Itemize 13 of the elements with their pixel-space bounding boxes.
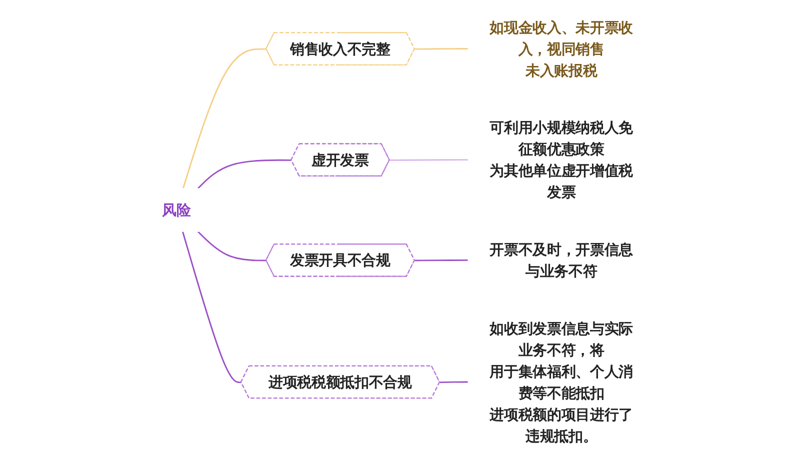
node-text: 风险 (162, 201, 192, 219)
node-text: 如收到发票信息与实际业务不符，将用于集体福利、个人消费等不能抵扣进项税额的项目进行了违规抵扣。 (490, 320, 634, 444)
node-text: 开票不及时，开票信息与业务不符 (490, 240, 634, 280)
connector (182, 231, 242, 384)
connector (182, 48, 267, 189)
connector (415, 48, 469, 50)
connector (198, 159, 292, 189)
connector (440, 381, 469, 384)
node-text: 可利用小规模纳税人免征额优惠政策为其他单位虚开增值税发票 (490, 118, 634, 201)
connector (198, 231, 267, 262)
connector (415, 259, 469, 262)
connector (390, 159, 469, 161)
node-text: 如现金收入、未开票收入，视同销售未入账报税 (490, 18, 634, 79)
